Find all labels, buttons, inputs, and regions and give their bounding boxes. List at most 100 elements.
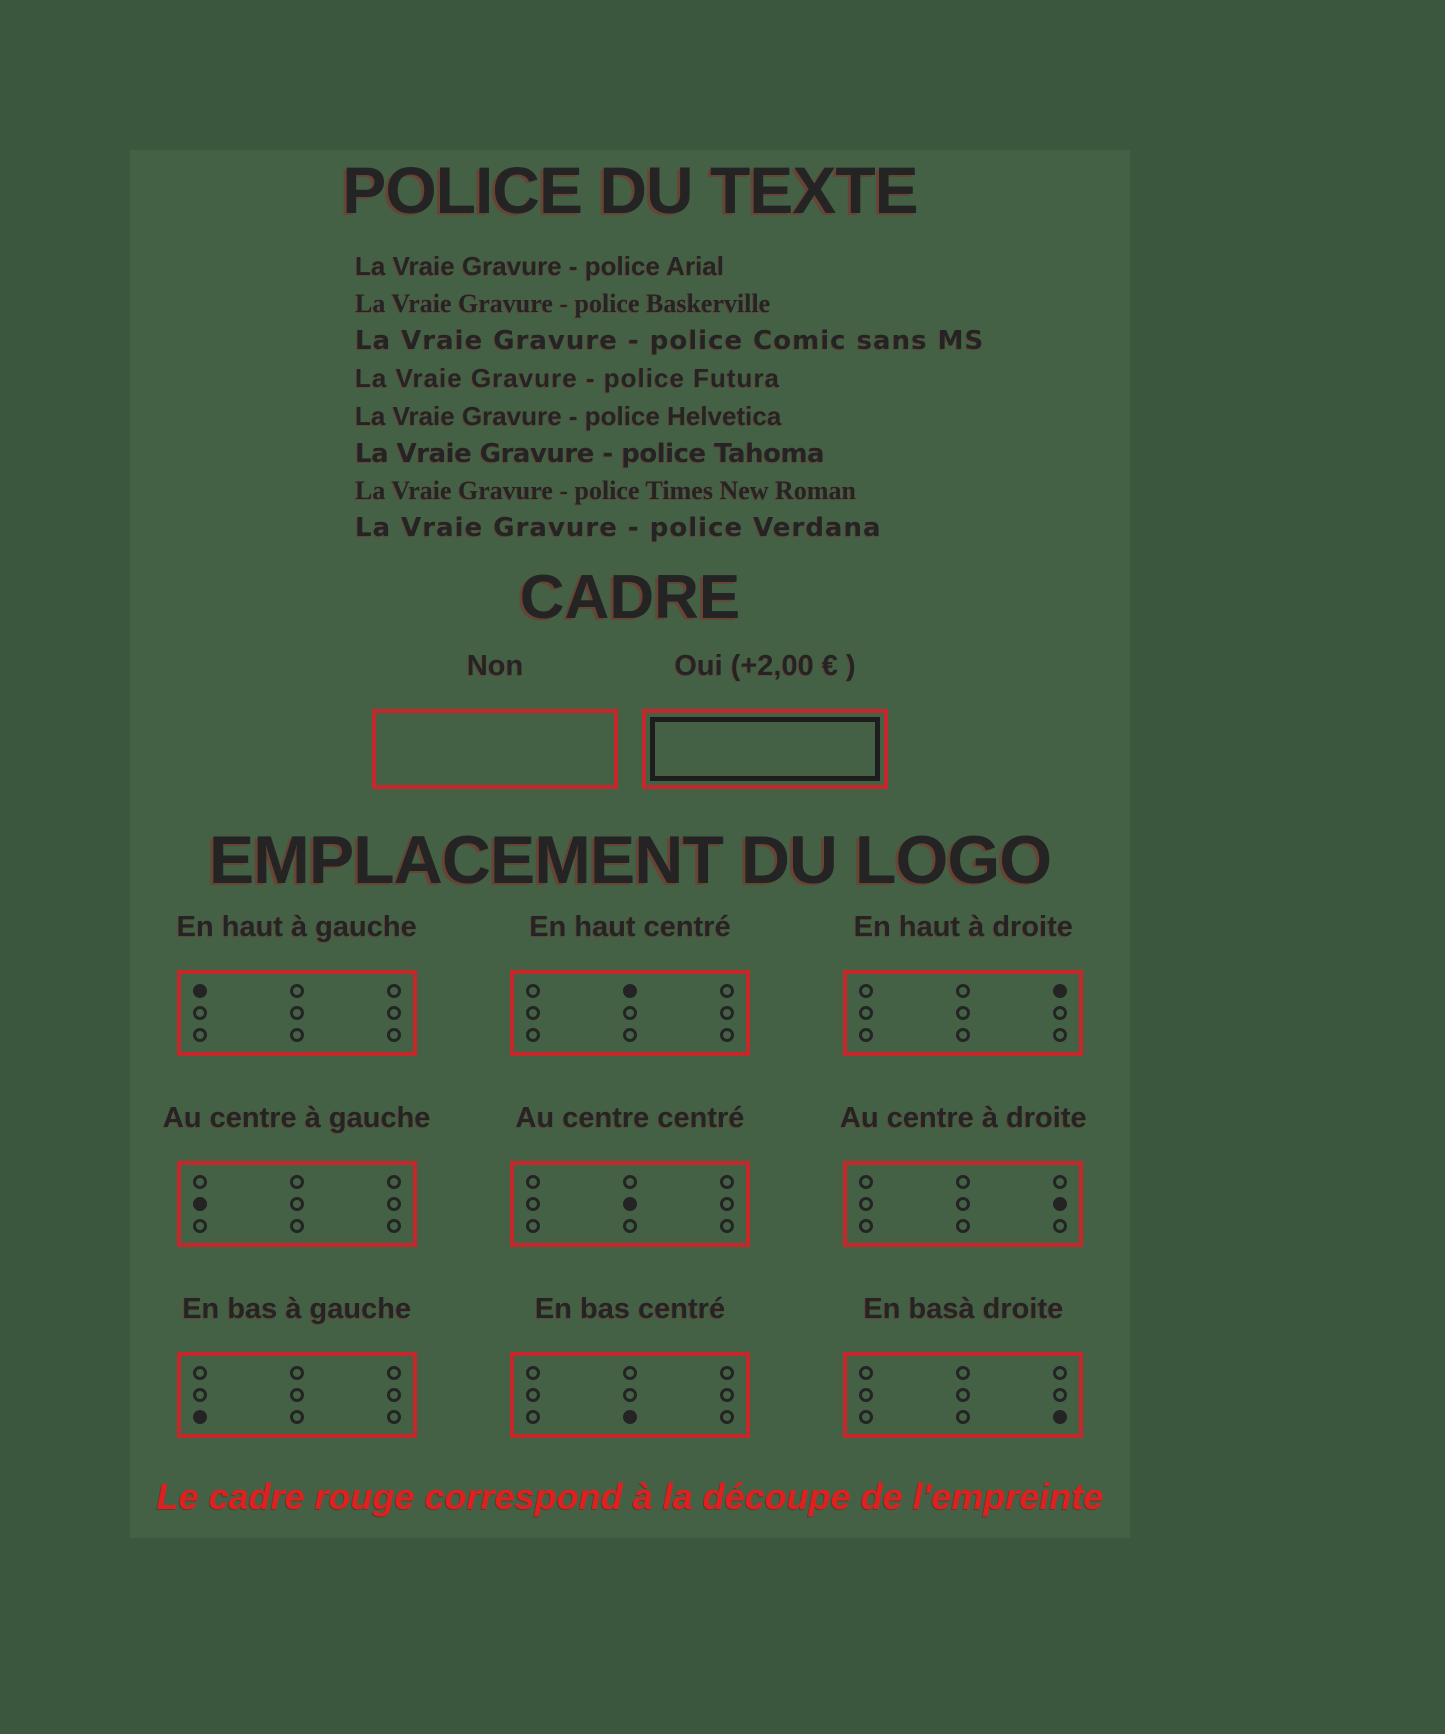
logo-option-bottom-center-box[interactable] xyxy=(509,1351,750,1438)
logo-position-dot xyxy=(386,1387,401,1402)
logo-position-dot xyxy=(859,1196,874,1211)
logo-position-dot xyxy=(1053,1387,1068,1402)
logo-placement-grid: En haut à gauche En haut centré En haut … xyxy=(130,911,1130,1438)
logo-position-dot xyxy=(289,1027,304,1042)
logo-option-label: En haut à gauche xyxy=(176,910,417,943)
logo-option-top-left-box[interactable] xyxy=(176,969,417,1056)
logo-position-dot xyxy=(525,1196,540,1211)
font-sample-arial[interactable]: La Vraie Gravure - police Arial xyxy=(355,251,724,282)
logo-position-dot xyxy=(525,1005,540,1020)
logo-option-bottom-right[interactable]: En basà droite xyxy=(843,1292,1084,1438)
logo-position-dot xyxy=(622,1174,637,1189)
logo-position-dot xyxy=(386,1027,401,1042)
logo-option-bottom-right-box[interactable] xyxy=(843,1351,1084,1438)
logo-position-dot xyxy=(1053,1409,1068,1424)
logo-option-middle-right[interactable]: Au centre à droite xyxy=(840,1102,1087,1247)
options-sheet: POLICE DU TEXTE La Vraie Gravure - polic… xyxy=(130,150,1130,1538)
logo-option-middle-center-box[interactable] xyxy=(509,1160,750,1247)
logo-position-dot xyxy=(622,1196,637,1211)
logo-position-dot xyxy=(719,1027,734,1042)
logo-position-dot xyxy=(622,1218,637,1233)
logo-position-dot xyxy=(1053,1174,1068,1189)
logo-position-dot xyxy=(192,983,207,998)
logo-option-label: Au centre à gauche xyxy=(162,1101,431,1134)
logo-option-label: Au centre à droite xyxy=(840,1101,1087,1134)
logo-option-middle-center[interactable]: Au centre centré xyxy=(509,1101,750,1247)
logo-position-dot xyxy=(192,1365,207,1380)
logo-position-dot xyxy=(192,1005,207,1020)
logo-option-middle-left[interactable]: Au centre à gauche xyxy=(162,1101,431,1247)
logo-option-label: En bas à gauche xyxy=(182,1292,412,1325)
logo-position-dot xyxy=(622,983,637,998)
logo-position-dot xyxy=(719,1365,734,1380)
logo-position-dot xyxy=(192,1409,207,1424)
logo-position-dot xyxy=(622,1387,637,1402)
logo-position-dot xyxy=(1053,1027,1068,1042)
logo-position-dot xyxy=(289,1409,304,1424)
logo-position-dot xyxy=(525,1027,540,1042)
cadre-option-non[interactable]: Non xyxy=(372,650,618,790)
font-sample-tahoma[interactable]: La Vraie Gravure - police Tahoma xyxy=(355,439,825,470)
logo-position-dot xyxy=(719,1196,734,1211)
logo-option-top-right[interactable]: En haut à droite xyxy=(843,910,1084,1056)
logo-position-dot xyxy=(622,1005,637,1020)
font-sample-verdana[interactable]: La Vraie Gravure - police Verdana xyxy=(355,513,882,544)
logo-position-dot xyxy=(386,1005,401,1020)
logo-position-dot xyxy=(192,1196,207,1211)
logo-position-dot xyxy=(622,1027,637,1042)
logo-option-label: En haut à droite xyxy=(853,910,1073,943)
font-sample-helvetica[interactable]: La Vraie Gravure - police Helvetica xyxy=(355,401,782,432)
logo-position-dot xyxy=(192,1387,207,1402)
logo-position-dot xyxy=(956,1387,971,1402)
logo-position-dot xyxy=(859,983,874,998)
logo-position-dot xyxy=(956,1196,971,1211)
logo-position-dot xyxy=(956,1409,971,1424)
logo-position-dot xyxy=(525,983,540,998)
logo-position-dot xyxy=(289,1005,304,1020)
logo-position-dot xyxy=(386,1218,401,1233)
logo-option-middle-left-box[interactable] xyxy=(176,1160,417,1247)
cadre-option-oui-box[interactable] xyxy=(642,709,888,790)
logo-position-dot xyxy=(192,1027,207,1042)
logo-position-dot xyxy=(719,1174,734,1189)
logo-option-top-center-box[interactable] xyxy=(509,969,750,1056)
logo-position-dot xyxy=(719,1387,734,1402)
cadre-option-non-label: Non xyxy=(466,650,524,683)
section-title-police-du-texte: POLICE DU TEXTE xyxy=(342,153,918,227)
logo-position-dot xyxy=(859,1218,874,1233)
logo-position-dot xyxy=(1053,1196,1068,1211)
logo-position-dot xyxy=(386,1409,401,1424)
logo-position-dot xyxy=(859,1387,874,1402)
logo-position-dot xyxy=(1053,1365,1068,1380)
logo-position-dot xyxy=(956,1005,971,1020)
logo-position-dot xyxy=(525,1218,540,1233)
logo-option-middle-right-box[interactable] xyxy=(843,1160,1084,1247)
logo-position-dot xyxy=(289,1387,304,1402)
logo-option-top-center[interactable]: En haut centré xyxy=(509,911,750,1056)
logo-position-dot xyxy=(289,1365,304,1380)
logo-option-label: En bas centré xyxy=(534,1292,726,1325)
font-sample-futura[interactable]: La Vraie Gravure - police Futura xyxy=(355,363,781,394)
logo-position-dot xyxy=(956,1027,971,1042)
cadre-option-oui-label: Oui (+2,00 € ) xyxy=(674,650,856,683)
logo-option-bottom-center[interactable]: En bas centré xyxy=(509,1292,750,1438)
logo-option-label: En basà droite xyxy=(863,1292,1064,1325)
logo-option-top-right-box[interactable] xyxy=(843,969,1084,1056)
logo-position-dot xyxy=(956,1174,971,1189)
logo-position-dot xyxy=(289,983,304,998)
logo-position-dot xyxy=(719,1218,734,1233)
logo-option-top-left[interactable]: En haut à gauche xyxy=(177,911,417,1056)
font-sample-comic-sans-ms[interactable]: La Vraie Gravure - police Comic sans MS xyxy=(355,326,985,357)
cadre-option-oui[interactable]: Oui (+2,00 € ) xyxy=(642,650,888,790)
font-sample-baskerville[interactable]: La Vraie Gravure - police Baskerville xyxy=(355,289,771,319)
font-sample-times-new-roman[interactable]: La Vraie Gravure - police Times New Roma… xyxy=(355,476,856,506)
logo-position-dot xyxy=(719,983,734,998)
section-title-emplacement-du-logo: EMPLACEMENT DU LOGO xyxy=(208,822,1052,899)
cadre-option-non-box[interactable] xyxy=(372,709,618,790)
logo-option-label: Au centre centré xyxy=(515,1101,745,1134)
logo-position-dot xyxy=(192,1218,207,1233)
logo-position-dot xyxy=(525,1409,540,1424)
logo-position-dot xyxy=(386,1174,401,1189)
logo-option-bottom-left[interactable]: En bas à gauche xyxy=(176,1292,417,1438)
logo-option-bottom-left-box[interactable] xyxy=(176,1351,417,1438)
